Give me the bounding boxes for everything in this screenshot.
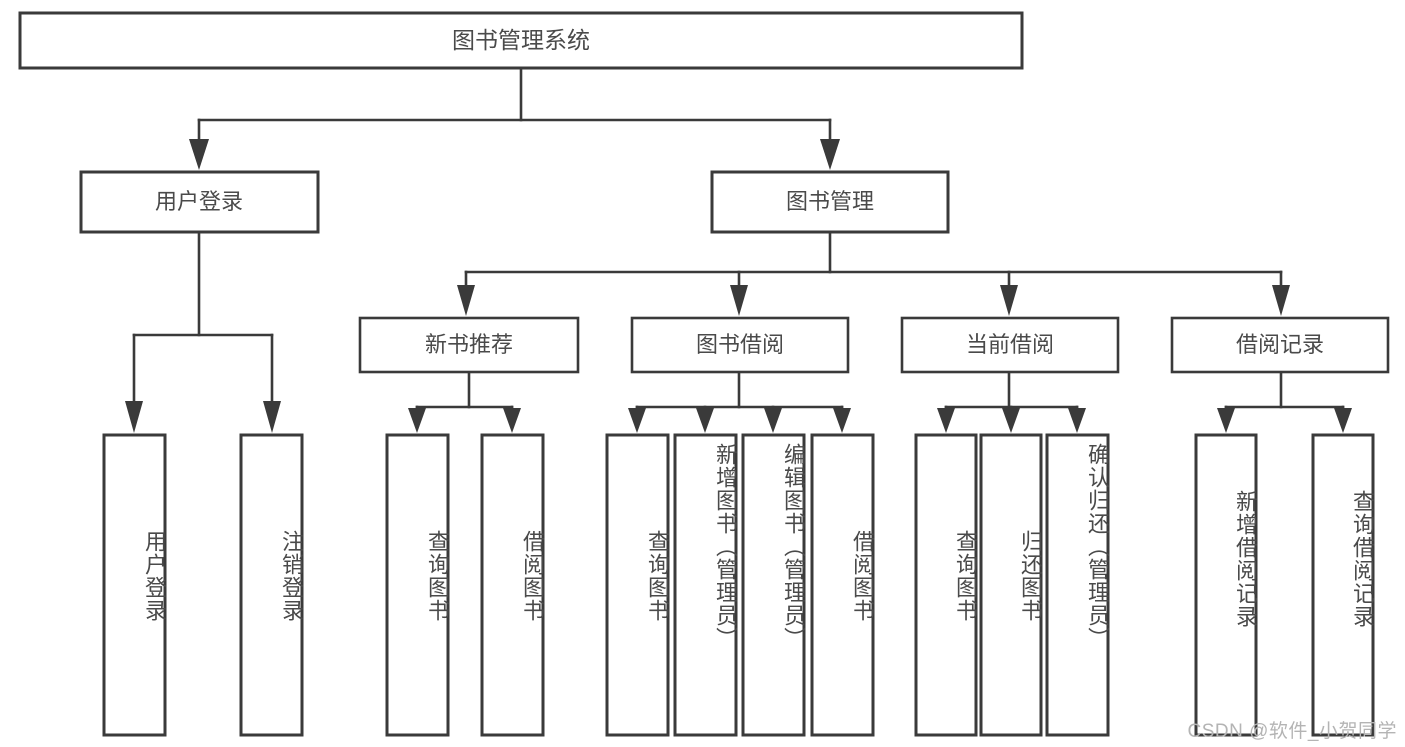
connector-group-book-manage [457,230,1290,316]
node-current-borrow-box[interactable] [900,316,1120,374]
node-book-borrow-label: 图书借阅 [696,332,784,357]
leaf-box-user-login[interactable] [102,433,167,737]
node-root-label: 图书管理系统 [452,27,590,53]
node-borrow-record-box[interactable] [1170,316,1390,374]
arrow-head-current-borrow [1000,285,1018,316]
node-new-book-recommend[interactable]: 新书推荐 [358,316,580,374]
arrow-head-leaf-logout [263,401,281,433]
watermark-text: CSDN @软件_小贺同学 [1187,721,1397,742]
leaf-box-logout[interactable] [239,433,304,737]
arrow-head-leaf-borrow-book-1 [503,408,521,433]
node-root-box[interactable] [18,11,1024,70]
leaf-box-edit-book-admin[interactable] [741,433,806,737]
leaf-box-add-borrow-record[interactable] [1194,433,1258,737]
node-book-manage[interactable]: 图书管理 [710,170,950,234]
arrow-head-borrow-record [1272,285,1290,316]
node-new-book-recommend-box[interactable] [358,316,580,374]
node-borrow-record-label: 借阅记录 [1236,332,1324,357]
node-current-borrow[interactable]: 当前借阅 [900,316,1120,374]
arrow-head-leaf-return-book [1002,408,1020,433]
leaf-box-query-book-1[interactable] [385,433,450,737]
leaf-box-borrow-book-1[interactable] [480,433,545,737]
node-book-borrow-box[interactable] [630,316,850,374]
arrow-head-leaf-query-book-1 [408,408,426,433]
leaf-box-confirm-return-admin[interactable] [1045,433,1110,737]
connector-group-current-borrow [937,370,1086,433]
arrow-head-leaf-add-borrow-record [1217,408,1235,433]
node-borrow-record[interactable]: 借阅记录 [1170,316,1390,374]
arrow-head-user-login [189,139,209,170]
arrow-head-book-borrow [730,285,748,316]
arrow-head-leaf-query-book-2 [628,408,646,433]
node-user-login-box[interactable] [79,170,320,234]
arrow-head-leaf-borrow-book-2 [833,408,851,433]
node-root[interactable]: 图书管理系统 [18,11,1024,70]
leaf-boxes-group [102,433,1375,737]
leaf-box-query-borrow-record[interactable] [1311,433,1375,737]
leaf-box-query-book-3[interactable] [914,433,978,737]
node-user-login-label: 用户登录 [155,189,243,214]
connector-group-new-book-recommend [408,370,521,433]
connector-group-book-borrow [628,370,851,433]
arrow-head-leaf-query-book-3 [937,408,955,433]
arrow-head-leaf-edit-book-admin [764,408,782,433]
connector-group-borrow-record [1217,370,1352,433]
arrow-head-new-book-recommend [457,285,475,316]
arrow-head-book-manage [820,139,840,170]
arrow-head-leaf-query-borrow-record [1334,408,1352,433]
arrow-head-leaf-user-login [125,401,143,433]
connector-group-root [189,66,840,170]
node-book-borrow[interactable]: 图书借阅 [630,316,850,374]
node-current-borrow-label: 当前借阅 [966,332,1054,357]
leaf-box-return-book[interactable] [979,433,1043,737]
node-book-manage-box[interactable] [710,170,950,234]
leaf-box-query-book-2[interactable] [605,433,670,737]
node-new-book-recommend-label: 新书推荐 [425,332,513,357]
node-user-login[interactable]: 用户登录 [79,170,320,234]
connector-group-user-login [125,230,281,433]
node-book-manage-label: 图书管理 [786,189,874,214]
leaf-box-borrow-book-2[interactable] [810,433,875,737]
arrow-head-leaf-confirm-return-admin [1068,408,1086,433]
arrow-head-leaf-add-book-admin [696,408,714,433]
leaf-box-add-book-admin[interactable] [673,433,738,737]
